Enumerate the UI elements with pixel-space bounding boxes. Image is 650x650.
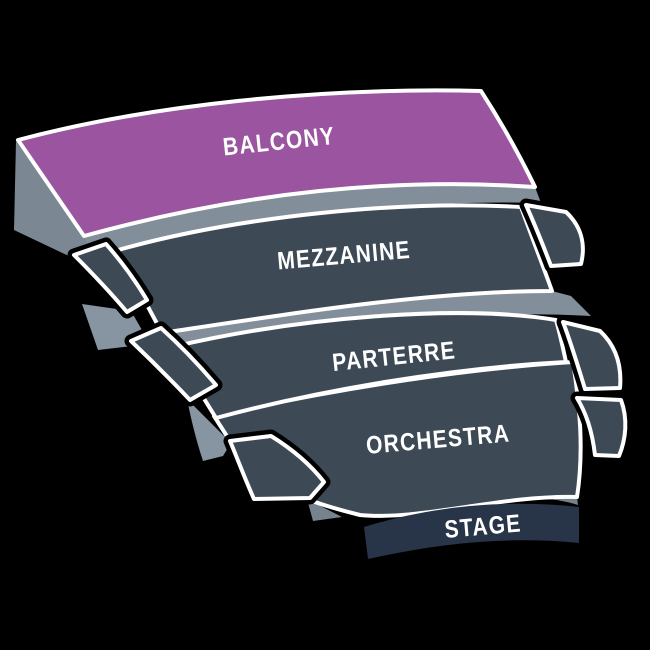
balcony-section[interactable]	[16, 88, 537, 238]
parterre-section[interactable]	[170, 311, 568, 420]
mezzanine-right-box[interactable]	[524, 203, 585, 268]
orchestra-left-box[interactable]	[228, 434, 326, 501]
orchestra-left-wedge	[307, 499, 342, 521]
mezzanine-left-box[interactable]	[72, 242, 149, 314]
parterre-right-box[interactable]	[561, 320, 623, 391]
stage-band	[364, 503, 579, 559]
parterre-left-wedge	[187, 399, 231, 461]
balcony-depth-strip	[84, 184, 541, 268]
parterre-left-box[interactable]	[129, 326, 218, 402]
orchestra-right-box[interactable]	[575, 396, 628, 458]
